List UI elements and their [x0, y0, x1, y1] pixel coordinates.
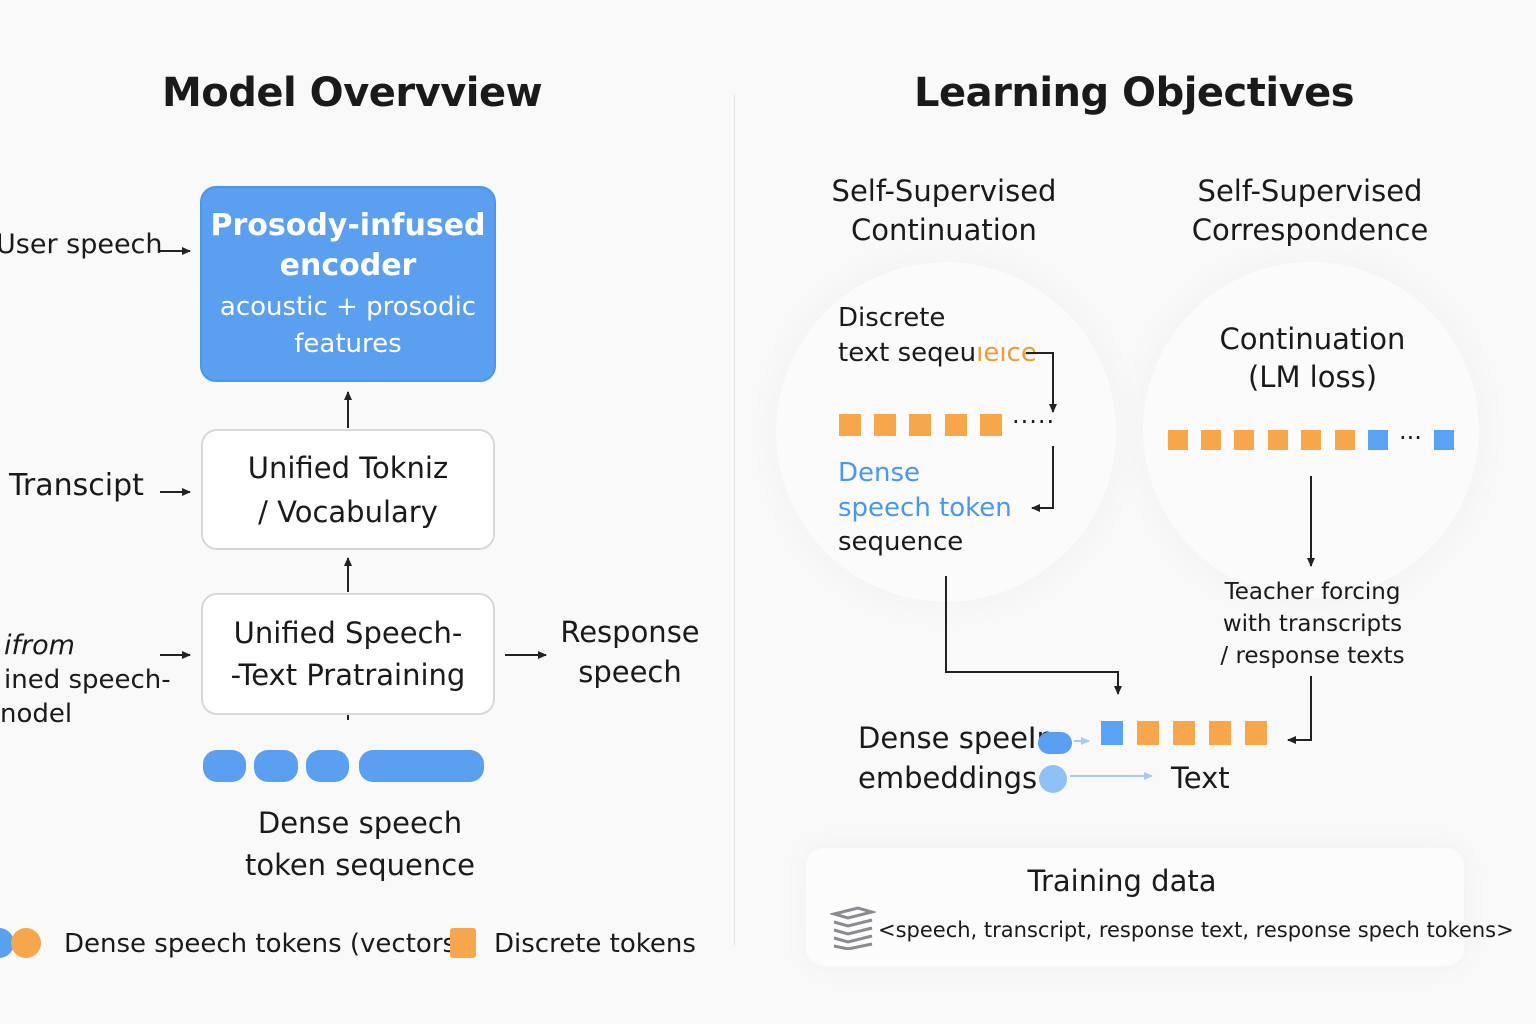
- corr-token: [1301, 430, 1321, 450]
- arrow-dense-to-output: [945, 576, 1122, 695]
- arrow-teacher-to-output: [1287, 676, 1312, 744]
- corr-token: [1268, 430, 1288, 450]
- unified-tokenizer-box: Unified Tokniz / Vocabulary: [201, 429, 495, 550]
- from-label-line1: ifrom: [4, 630, 75, 661]
- panel-divider: [734, 95, 735, 945]
- tokenizer-line1: Unified Tokniz: [247, 450, 449, 485]
- output-token: [1245, 721, 1267, 745]
- discrete-line1: Discrete: [838, 303, 946, 333]
- output-token: [1209, 721, 1231, 745]
- discrete-token: [874, 414, 896, 436]
- dense-line1: Dense: [838, 458, 921, 488]
- col1-line2: Continuation: [851, 213, 1037, 247]
- training-data-title: Training data: [1027, 864, 1217, 898]
- dense-seq-line2: token sequence: [244, 848, 476, 882]
- teacher-forcing-label: Teacher forcing with transcripts / respo…: [1200, 576, 1425, 672]
- corr-token: [1335, 430, 1355, 450]
- col1-line1: Self-Supervised: [831, 174, 1057, 208]
- prosody-encoder-box: Prosody-infused encoder acoustic + proso…: [200, 186, 496, 382]
- embedding-dot: [1039, 765, 1067, 793]
- encoder-sub-line2: features: [294, 329, 402, 359]
- encoder-title-line1: Prosody-infused: [210, 208, 486, 243]
- stack-icon: [828, 906, 878, 954]
- corr-token-blue: [1434, 430, 1454, 450]
- legend-discrete-label: Discrete tokens: [494, 929, 696, 959]
- corr-token: [1168, 430, 1188, 450]
- text-label: Text: [1171, 761, 1230, 795]
- teacher-line2: with transcripts: [1222, 611, 1403, 637]
- dense-sequence-caption: Dense speech token sequence: [230, 802, 490, 886]
- corr-token: [1234, 430, 1254, 450]
- dense-token-pill: [306, 750, 349, 782]
- emb-line2: embeddings: [858, 761, 1038, 795]
- dense-token-pill: [203, 750, 246, 782]
- pretraining-box: Unified Speech- -Text Pratraining: [201, 593, 495, 715]
- discrete-token: [909, 414, 931, 436]
- teacher-line3: / response texts: [1220, 643, 1405, 669]
- col2-line1: Self-Supervised: [1197, 174, 1423, 208]
- corr-token: [1201, 430, 1221, 450]
- discrete-line2-dark: text seqeu: [838, 338, 977, 368]
- arrow-discrete-to-tokens: [1026, 352, 1057, 413]
- from-label-line3: nodel: [0, 699, 73, 729]
- embedding-pill: [1038, 732, 1072, 754]
- model-overview-title: Model Overvview: [162, 70, 543, 116]
- output-token: [1173, 721, 1195, 745]
- dense-token-pill-long: [359, 750, 484, 782]
- emb-line1: Dense speeIn: [858, 721, 1055, 755]
- ellipsis-correspondence: ···: [1399, 424, 1422, 452]
- legend-dense-dot-blue: [0, 928, 14, 958]
- dense-line2: speech token: [838, 493, 1012, 523]
- discrete-token: [839, 414, 861, 436]
- arrow-to-dense-seq: [1031, 446, 1054, 512]
- training-data-card: Training data <speech, transcript, respo…: [806, 848, 1514, 966]
- response-speech-label: Response speech: [560, 612, 700, 692]
- discrete-token: [945, 414, 967, 436]
- tokenizer-line2: / Vocabulary: [258, 494, 438, 529]
- discrete-token: [980, 414, 1002, 436]
- encoder-title-line2: encoder: [279, 248, 417, 283]
- continuation-lm-label: Continuation (LM loss): [1195, 320, 1430, 396]
- learning-objectives-title: Learning Objectives: [914, 70, 1355, 116]
- output-token: [1137, 721, 1159, 745]
- pretraining-line1: Unified Speech-: [233, 616, 463, 650]
- dense-seq-line1: Dense speech: [257, 806, 463, 840]
- from-label-line2: ined speech-: [4, 665, 171, 695]
- teacher-line1: Teacher forcing: [1224, 579, 1401, 605]
- response-line2: speech: [578, 655, 682, 689]
- continuation-line2: (LM loss): [1247, 360, 1378, 394]
- dense-line3: sequence: [838, 527, 964, 557]
- col2-line2: Correspondence: [1191, 213, 1429, 247]
- corr-token-blue: [1368, 430, 1388, 450]
- training-data-tuple: <speech, transcript, response text, resp…: [878, 918, 1514, 942]
- transcript-label: Transcipt: [9, 468, 144, 503]
- legend-discrete-square: [450, 928, 476, 958]
- response-line1: Response: [560, 615, 700, 649]
- output-token-blue: [1101, 721, 1123, 745]
- legend-dense-dot-orange: [11, 928, 41, 958]
- dense-token-pill: [254, 750, 298, 782]
- continuation-line1: Continuation: [1219, 322, 1406, 356]
- legend-dense-label: Dense speech tokens (vectors): [64, 929, 467, 959]
- pretraining-line2: -Text Pratraining: [230, 658, 466, 692]
- col-correspondence-heading: Self-Supervised Correspondence: [1170, 172, 1450, 250]
- user-speech-label: User speech: [0, 229, 163, 260]
- encoder-sub-line1: acoustic + prosodic: [219, 292, 477, 322]
- col-continuation-heading: Self-Supervised Continuation: [814, 172, 1074, 250]
- ellipsis-continuation: ·····: [1012, 408, 1056, 436]
